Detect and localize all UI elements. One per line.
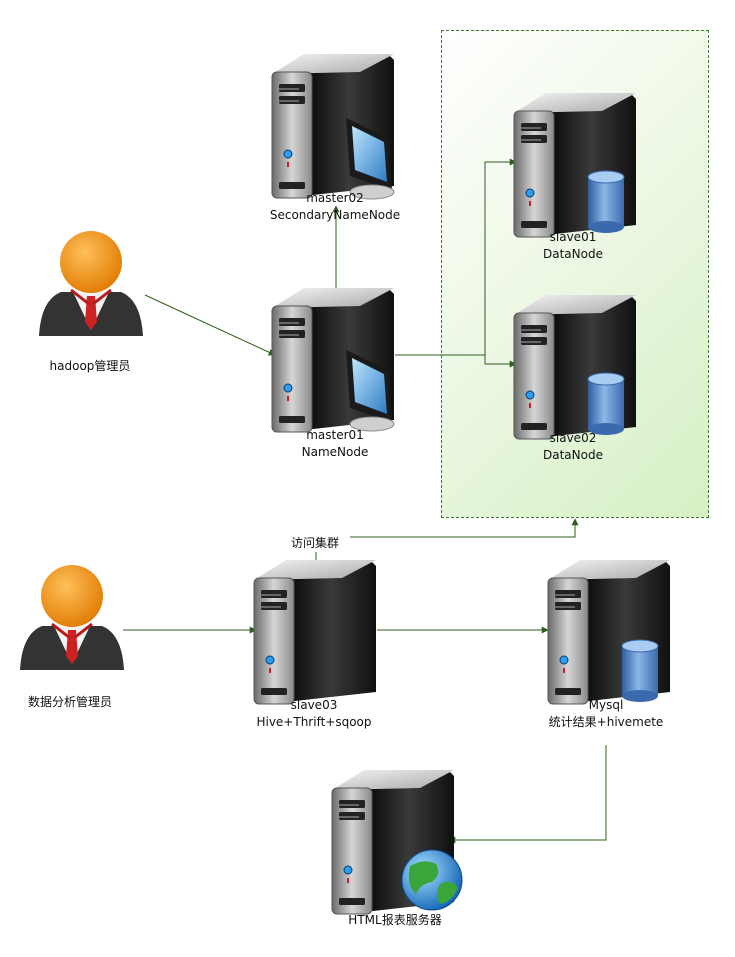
actor-name: hadoop管理员 bbox=[49, 359, 131, 373]
globe-icon bbox=[401, 849, 463, 911]
node-role: 统计结果+hivemete bbox=[548, 715, 664, 729]
node-name: Mysql bbox=[588, 698, 624, 712]
server-slave03 bbox=[253, 559, 377, 705]
label-mysql: Mysql 统计结果+hivemete bbox=[531, 697, 681, 731]
edge-slave03-access-cluster bbox=[315, 518, 579, 560]
label-data-admin: 数据分析管理员 bbox=[10, 694, 130, 711]
label-slave03: slave03 Hive+Thrift+sqoop bbox=[234, 697, 394, 731]
node-role: Hive+Thrift+sqoop bbox=[256, 715, 372, 729]
server-mysql bbox=[547, 559, 671, 705]
node-name: slave02 bbox=[549, 431, 597, 445]
server-master02 bbox=[271, 53, 395, 200]
actor-name: 数据分析管理员 bbox=[27, 695, 112, 709]
node-role: SecondaryNameNode bbox=[269, 208, 401, 222]
server-slave01 bbox=[513, 92, 637, 238]
label-hadoop-admin: hadoop管理员 bbox=[30, 358, 150, 375]
person-hadoop-admin bbox=[37, 229, 145, 338]
node-name: master01 bbox=[306, 428, 364, 442]
edge-admin-to-master01 bbox=[144, 294, 276, 356]
node-role: NameNode bbox=[301, 445, 369, 459]
node-name: slave03 bbox=[290, 698, 338, 712]
edge-master01-to-slave02 bbox=[484, 355, 517, 368]
label-html-server: HTML报表服务器 bbox=[320, 912, 470, 929]
node-name: HTML报表服务器 bbox=[348, 913, 442, 927]
node-name: master02 bbox=[306, 191, 364, 205]
server-slave02 bbox=[513, 294, 637, 440]
label-master01: master01 NameNode bbox=[255, 427, 415, 461]
edge-master01-to-slave01 bbox=[395, 158, 517, 356]
label-slave02: slave02 DataNode bbox=[513, 430, 633, 464]
person-data-admin bbox=[18, 563, 126, 672]
node-name: slave01 bbox=[549, 230, 597, 244]
node-role: DataNode bbox=[543, 247, 603, 261]
label-slave01: slave01 DataNode bbox=[513, 229, 633, 263]
edge-mysql-to-html bbox=[448, 745, 607, 844]
label-master02: master02 SecondaryNameNode bbox=[255, 190, 415, 224]
node-role: DataNode bbox=[543, 448, 603, 462]
server-master01 bbox=[271, 287, 395, 433]
edge-label: 访问集群 bbox=[290, 536, 339, 550]
label-access-cluster: 访问集群 bbox=[280, 535, 350, 552]
